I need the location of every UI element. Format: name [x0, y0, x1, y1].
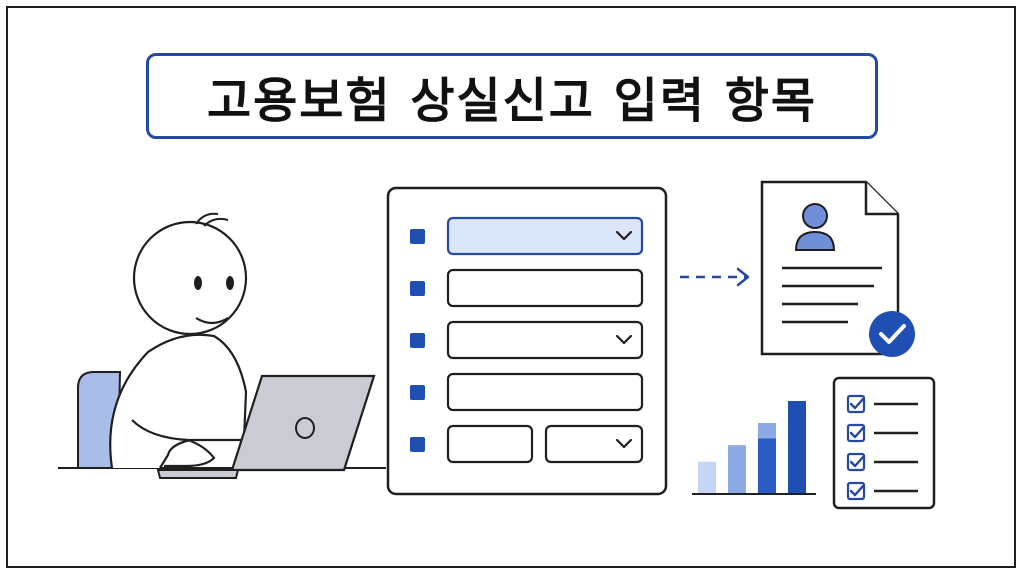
chart-bar	[788, 401, 806, 493]
checkbox-icon	[846, 481, 866, 501]
laptop-screen	[230, 374, 376, 472]
form-input-field[interactable]	[446, 268, 644, 308]
page-title: 고용보험 상실신고 입력 항목	[206, 73, 818, 129]
person-eye-left	[194, 276, 202, 290]
user-profile-icon	[794, 203, 836, 251]
chevron-down-icon	[615, 334, 633, 345]
chart-bar-highlight	[758, 423, 776, 439]
row-marker	[410, 437, 425, 452]
row-marker	[410, 229, 425, 244]
chevron-down-icon	[615, 230, 633, 241]
check-icon	[849, 484, 865, 497]
laptop-base	[156, 469, 240, 479]
form-select-field[interactable]	[446, 320, 644, 360]
bar-chart	[698, 401, 806, 493]
row-marker	[410, 333, 425, 348]
checkbox-icon	[846, 423, 866, 443]
form-select-field[interactable]	[446, 216, 644, 256]
person-smile	[195, 317, 229, 325]
chart-bar	[698, 461, 716, 493]
title-banner: 고용보험 상실신고 입력 항목	[146, 53, 878, 139]
chevron-down-icon	[615, 438, 633, 449]
form-select-field[interactable]	[544, 424, 644, 464]
person-head	[132, 220, 248, 336]
checkbox-icon	[846, 394, 866, 414]
form-rows	[410, 216, 644, 464]
check-icon	[849, 426, 865, 439]
arrow-head	[736, 267, 750, 287]
check-badge-icon	[869, 311, 915, 357]
document-fold	[864, 182, 898, 216]
person-hair	[195, 212, 219, 225]
laptop-logo	[295, 417, 315, 439]
check-icon	[849, 455, 865, 468]
person-hair	[203, 217, 229, 227]
form-input-field[interactable]	[446, 372, 644, 412]
person-body	[109, 333, 248, 469]
form-input-field[interactable]	[446, 424, 534, 464]
person-arm	[131, 419, 216, 468]
person-eye-right	[226, 276, 234, 290]
chart-bar	[728, 445, 746, 493]
chart-bar	[758, 423, 776, 493]
row-marker	[410, 281, 425, 296]
check-icon	[849, 397, 865, 410]
checkbox-icon	[846, 452, 866, 472]
row-marker	[410, 385, 425, 400]
checklist	[846, 394, 918, 501]
